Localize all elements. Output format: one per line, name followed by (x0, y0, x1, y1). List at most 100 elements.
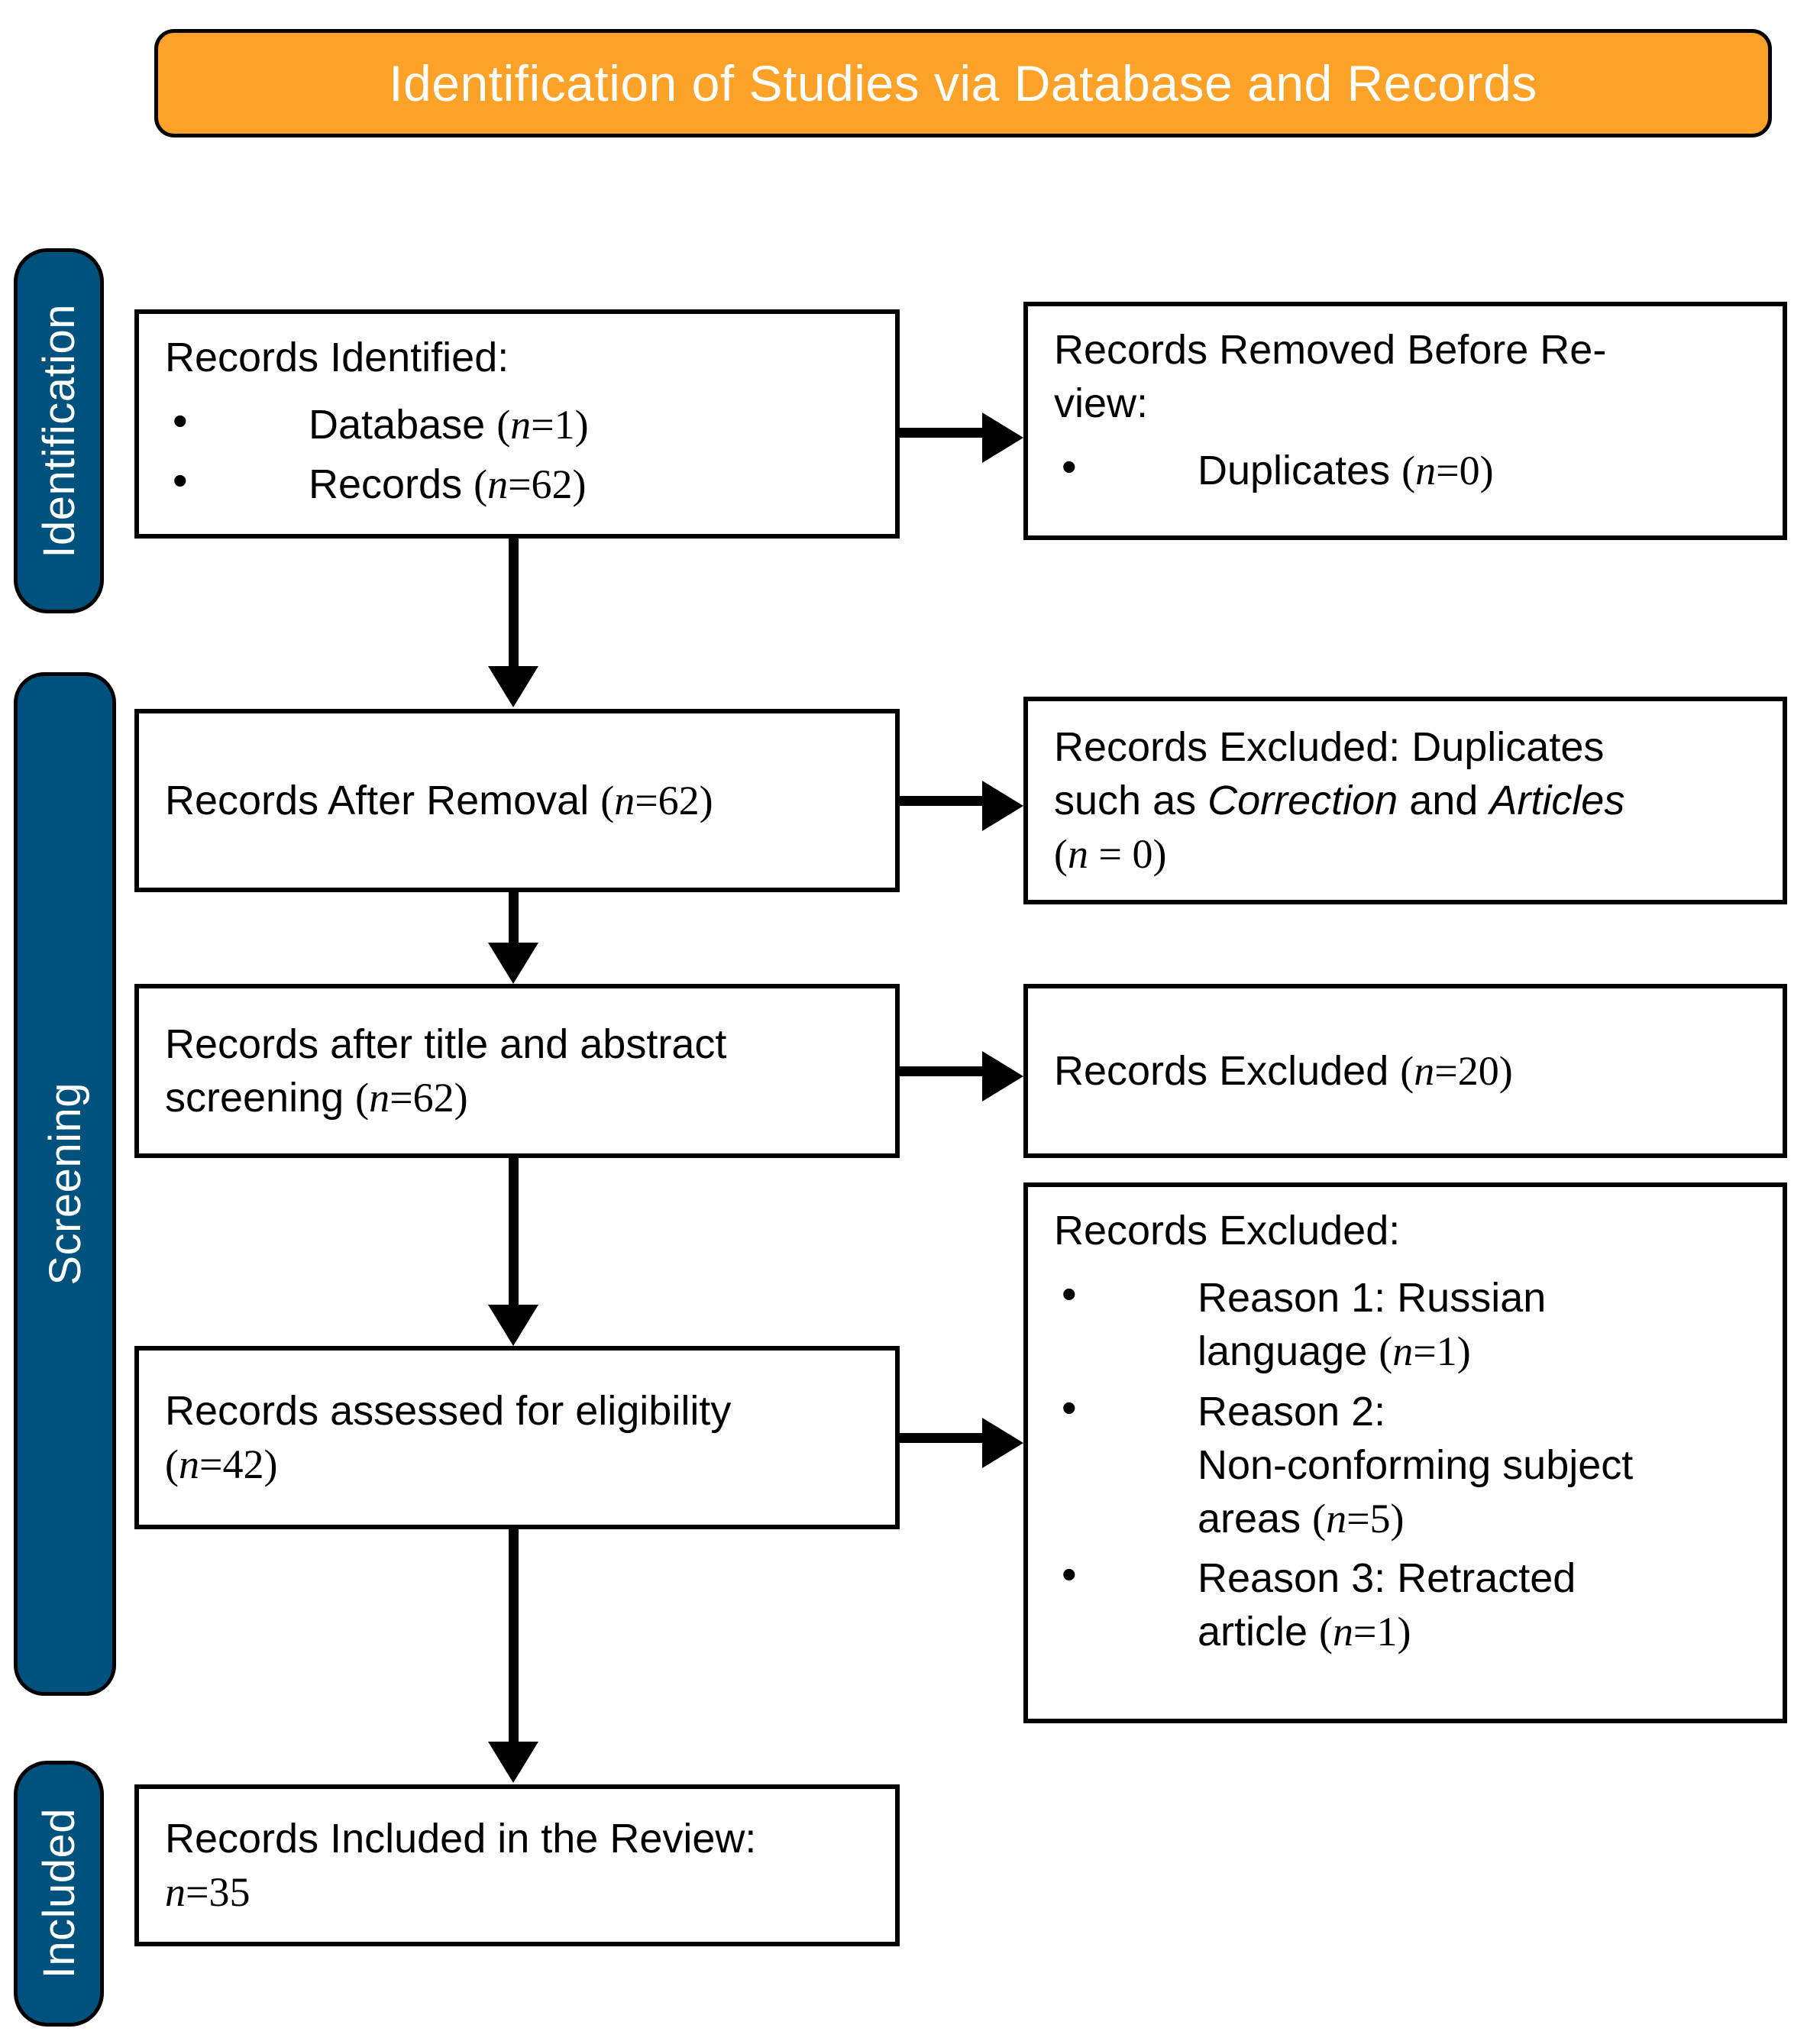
n-symbol: n (178, 1441, 199, 1487)
n-symbol: n (1415, 448, 1437, 494)
paren-open: ( (1054, 831, 1068, 878)
records-identified-heading: Records Identified: (165, 335, 509, 380)
box-records-after-title-abstract-screening: Records after title and abstract screeni… (134, 984, 900, 1158)
n-equals: = (199, 1441, 223, 1487)
included-review-line2: n=35 (165, 1865, 872, 1919)
n-symbol: n (165, 1869, 186, 1915)
excluded-20-text: Records Excluded (1054, 1047, 1401, 1094)
title-abstract-line1: Records after title and abstract (165, 1021, 727, 1067)
arrow-head-down-icon (488, 666, 538, 707)
connector-assessed-to-included (509, 1529, 519, 1743)
arrow-head-down-icon (488, 1742, 538, 1783)
paren-close: ) (1456, 1328, 1471, 1375)
stage-label-identification: Identification (34, 303, 84, 558)
box-records-excluded-20: Records Excluded (n=20) (1023, 984, 1787, 1158)
reason-3-line2: article (1198, 1609, 1320, 1655)
arrow-head-down-icon (488, 943, 538, 984)
n-value: 20 (1457, 1047, 1499, 1094)
n-equals: = (186, 1869, 209, 1915)
paren-close: ) (263, 1441, 278, 1487)
reason-1-line2: language (1198, 1328, 1379, 1375)
n-symbol: n (1333, 1609, 1354, 1655)
records-removed-heading-line1: Records Removed Before Re- (1054, 327, 1607, 373)
excluded-20-row: Records Excluded (n=20) (1054, 1044, 1760, 1098)
n-value: 35 (209, 1869, 251, 1915)
n-symbol: n (510, 402, 532, 448)
paren-close: ) (1397, 1609, 1411, 1655)
included-review-line1: Records Included in the Review: (165, 1815, 757, 1862)
list-item: Reason 3: Retracted article (n=1) (1054, 1547, 1760, 1658)
page-title: Identification of Studies via Database a… (389, 55, 1537, 112)
excluded-duplicates-line1: Records Excluded: Duplicates (1054, 723, 1605, 770)
n-symbol: n (1326, 1495, 1347, 1541)
n-symbol: n (1067, 831, 1088, 878)
paren-close: ) (454, 1075, 468, 1121)
diagram-header-banner: Identification of Studies via Database a… (154, 29, 1772, 137)
connector-title-abstract-to-assessed (509, 1158, 519, 1305)
n-symbol: n (1392, 1328, 1414, 1375)
excluded-reasons-heading: Records Excluded: (1054, 1208, 1401, 1254)
excluded-duplicates-italic-articles: Articles (1489, 777, 1625, 823)
n-equals: = (1436, 448, 1460, 494)
arrow-head-right-icon (982, 1418, 1023, 1468)
records-identified-item-0-label: Database (309, 402, 486, 448)
n-value: 0 (1132, 831, 1153, 878)
n-equals: = (508, 461, 532, 508)
paren-close: ) (572, 461, 587, 508)
connector-identified-to-after-removal (509, 539, 519, 668)
n-equals: = (390, 1075, 413, 1121)
list-item: Duplicates (n=0) (1054, 439, 1760, 497)
records-after-removal-text: Records After Removal (165, 777, 601, 823)
excluded-duplicates-line2-b: and (1398, 777, 1490, 823)
paren-open: ( (1401, 448, 1416, 494)
stage-bar-included: Included (14, 1761, 104, 2027)
arrow-head-right-icon (982, 781, 1023, 831)
paren-close: ) (1479, 448, 1494, 494)
n-symbol: n (1414, 1047, 1435, 1094)
n-equals: = (531, 402, 554, 448)
paren-open: ( (1379, 1328, 1393, 1375)
records-removed-item-0-label: Duplicates (1198, 448, 1391, 494)
connector-after-removal-to-title-abstract (509, 892, 519, 944)
n-equals: = (1413, 1328, 1437, 1375)
n-equals: = (1346, 1495, 1370, 1541)
n-equals: = (1353, 1609, 1377, 1655)
assessed-line1: Records assessed for eligibility (165, 1387, 732, 1434)
n-equals: = (1088, 831, 1133, 878)
reason-2-line3: areas (1198, 1495, 1313, 1541)
n-value: 62 (412, 1075, 454, 1121)
paren-open: ( (600, 777, 615, 823)
paren-open: ( (165, 1441, 179, 1487)
stage-bar-screening: Screening (14, 672, 116, 1696)
arrow-head-down-icon (488, 1305, 538, 1346)
paren-open: ( (496, 402, 511, 448)
paren-close: ) (1498, 1047, 1513, 1094)
n-value: 5 (1369, 1495, 1391, 1541)
records-identified-list: Database (n=1) Records (n=62) (165, 393, 872, 511)
records-removed-list: Duplicates (n=0) (1054, 439, 1760, 497)
excluded-duplicates-line3: (n = 0) (1054, 827, 1760, 881)
assessed-line2: (n=42) (165, 1438, 872, 1491)
connector-assessed-to-excluded-reasons (900, 1433, 984, 1443)
box-records-assessed-for-eligibility: Records assessed for eligibility (n=42) (134, 1346, 900, 1529)
title-abstract-line2: screening (n=62) (165, 1071, 872, 1124)
reason-2-line1: Reason 2: (1198, 1388, 1386, 1435)
n-symbol: n (369, 1075, 390, 1121)
stage-bar-identification: Identification (14, 248, 104, 613)
list-item: Reason 2: Non-conforming subject areas (… (1054, 1380, 1760, 1546)
stage-label-screening: Screening (40, 1082, 90, 1286)
reason-2-line2: Non-conforming subject (1198, 1441, 1634, 1488)
paren-open: ( (355, 1075, 370, 1121)
records-removed-heading-line2: view: (1054, 380, 1149, 427)
n-symbol: n (487, 461, 509, 508)
excluded-duplicates-italic-correction: Correction (1207, 777, 1398, 823)
n-equals: = (1434, 1047, 1458, 1094)
n-value: 1 (554, 402, 575, 448)
reason-1-line1: Reason 1: Russian (1198, 1275, 1547, 1321)
paren-close: ) (574, 402, 589, 448)
records-after-removal-text-row: Records After Removal (n=62) (165, 774, 872, 827)
n-equals: = (635, 777, 658, 823)
connector-title-abstract-to-excluded-20 (900, 1066, 984, 1076)
n-value: 1 (1436, 1328, 1457, 1375)
